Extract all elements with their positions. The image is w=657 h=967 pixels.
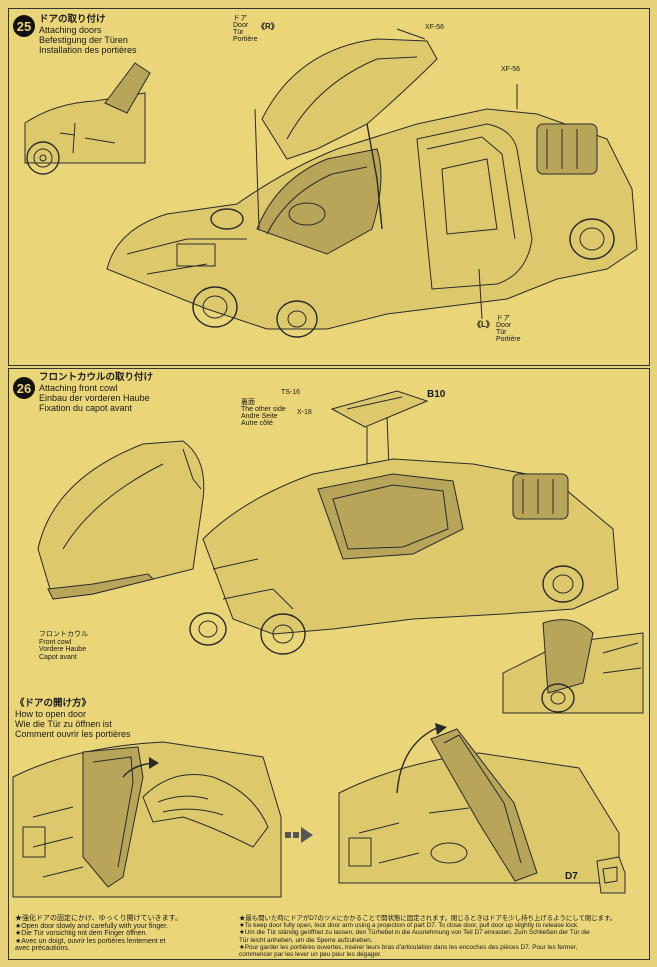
left-note-jp: ★強化ドアの固定にかけ、ゆっくり開けていきます。 xyxy=(15,915,182,922)
label-door-l: 《L》 xyxy=(473,320,494,329)
door-r-fr: Portière xyxy=(233,36,258,43)
right-note-fr-2: commencer par les lever un peu pour les … xyxy=(239,951,382,959)
step-26-title-de: Einbau der vorderen Haube xyxy=(39,393,150,403)
label-door-r-text: ドア Door Tür Portière xyxy=(233,15,258,43)
right-note-jp: ★最も開いた時にドアがD7のツメにかかることで開状態に固定されます。閉じるときは… xyxy=(239,915,617,922)
paint-xf56-right: XF-56 xyxy=(501,66,521,73)
step-number-26: 26 xyxy=(13,377,35,399)
step-26-car-illustration xyxy=(37,440,619,655)
label-door-r: 《R》 xyxy=(257,22,279,31)
door-r-de: Tür xyxy=(233,29,244,36)
step-26-title: フロントカウルの取り付け Attaching front cowl Einbau… xyxy=(39,372,154,414)
front-cowl-jp: フロントカウル xyxy=(39,631,88,638)
part-d7: D7 xyxy=(565,871,578,882)
howto-right-note: ★最も開いた時にドアがD7のツメにかかることで開状態に固定されます。閉じるときは… xyxy=(239,915,616,958)
left-note-fr-2: avec précautions. xyxy=(15,945,70,953)
front-cowl-fr: Capot avant xyxy=(39,653,77,661)
step-26-title-fr: Fixation du capot avant xyxy=(39,403,133,413)
left-note-en: ★Open door slowly and carefully with you… xyxy=(15,922,168,930)
right-note-de-2: Tür leicht anheben, um die Sperre aufzuh… xyxy=(239,936,373,944)
left-note-de: ★Die Tür vorsichtig mit dem Finger öffne… xyxy=(15,930,148,938)
step-26-title-en: Attaching front cowl xyxy=(39,383,118,393)
door-r-en: Door xyxy=(233,22,249,29)
door-l-fr: Portière xyxy=(496,336,521,343)
door-l-en: Door xyxy=(496,322,512,329)
step-25-title-en: Attaching doors xyxy=(39,25,102,35)
front-cowl-de: Vordere Haube xyxy=(39,646,87,653)
howto-left-note: ★強化ドアの固定にかけ、ゆっくり開けていきます。 ★Open door slow… xyxy=(15,915,182,953)
part-b10-illustration xyxy=(330,390,429,475)
howto-title: 《ドアの開け方》 How to open door Wie die Tür zu… xyxy=(15,698,131,740)
door-r-jp: ドア xyxy=(233,15,247,22)
paint-ts16: TS-16 xyxy=(281,389,301,396)
step-25-car-illustration xyxy=(106,28,638,338)
howto-left-illustration xyxy=(12,741,282,898)
step-26-title-jp: フロントカウルの取り付け xyxy=(39,372,154,383)
step-25-inset-illustration xyxy=(24,62,151,175)
howto-title-de: Wie die Tür zu öffnen ist xyxy=(15,719,112,729)
step-26-panel: 26 フロントカウルの取り付け Attaching front cowl Ein… xyxy=(8,368,650,960)
step-25-panel: 25 ドアの取り付け Attaching doors Befestigung d… xyxy=(8,8,650,366)
door-l-de: Tür xyxy=(496,329,507,336)
howto-right-illustration xyxy=(338,723,620,884)
howto-title-en: How to open door xyxy=(15,709,87,719)
other-side-de: Andre Seite xyxy=(241,413,278,420)
left-note-fr: ★Avec un doigt, ouvrir les portières len… xyxy=(15,937,166,945)
part-d7-illustration xyxy=(596,856,626,894)
paint-xf56-top: XF-56 xyxy=(425,24,445,31)
howto-title-jp: 《ドアの開け方》 xyxy=(15,698,92,709)
howto-title-fr: Comment ouvrir les portières xyxy=(15,729,131,739)
step-25-title: ドアの取り付け Attaching doors Befestigung der … xyxy=(39,14,137,56)
label-other-side: 裏面 The other side Andre Seite Autre côté xyxy=(241,399,286,427)
step-25-title-jp: ドアの取り付け xyxy=(39,14,106,25)
right-note-fr: ★Pour garder les portières ouvertes, ins… xyxy=(239,943,578,951)
door-l-jp: ドア xyxy=(496,315,510,322)
front-cowl-en: Front cowl xyxy=(39,638,72,646)
paint-x18: X-18 xyxy=(297,409,312,416)
step-number-25: 25 xyxy=(13,15,35,37)
label-front-cowl: フロントカウル Front cowl Vordere Haube Capot a… xyxy=(39,631,88,661)
arrow-right-icon xyxy=(285,827,313,843)
part-b10: B10 xyxy=(427,389,446,400)
step-25-title-fr: Installation des portières xyxy=(39,45,137,55)
label-door-l-text: ドア Door Tür Portière xyxy=(496,315,521,343)
step-26-inset-illustration xyxy=(502,619,644,714)
right-note-en: ★To keep door fully open, lock door arm … xyxy=(239,922,579,930)
other-side-en: The other side xyxy=(241,406,286,413)
other-side-fr: Autre côté xyxy=(241,420,273,427)
right-note-de: ★Um die Tür ständig geöffnet zu lassen, … xyxy=(239,929,590,937)
step-25-title-de: Befestigung der Türen xyxy=(39,35,128,45)
other-side-jp: 裏面 xyxy=(241,399,255,406)
